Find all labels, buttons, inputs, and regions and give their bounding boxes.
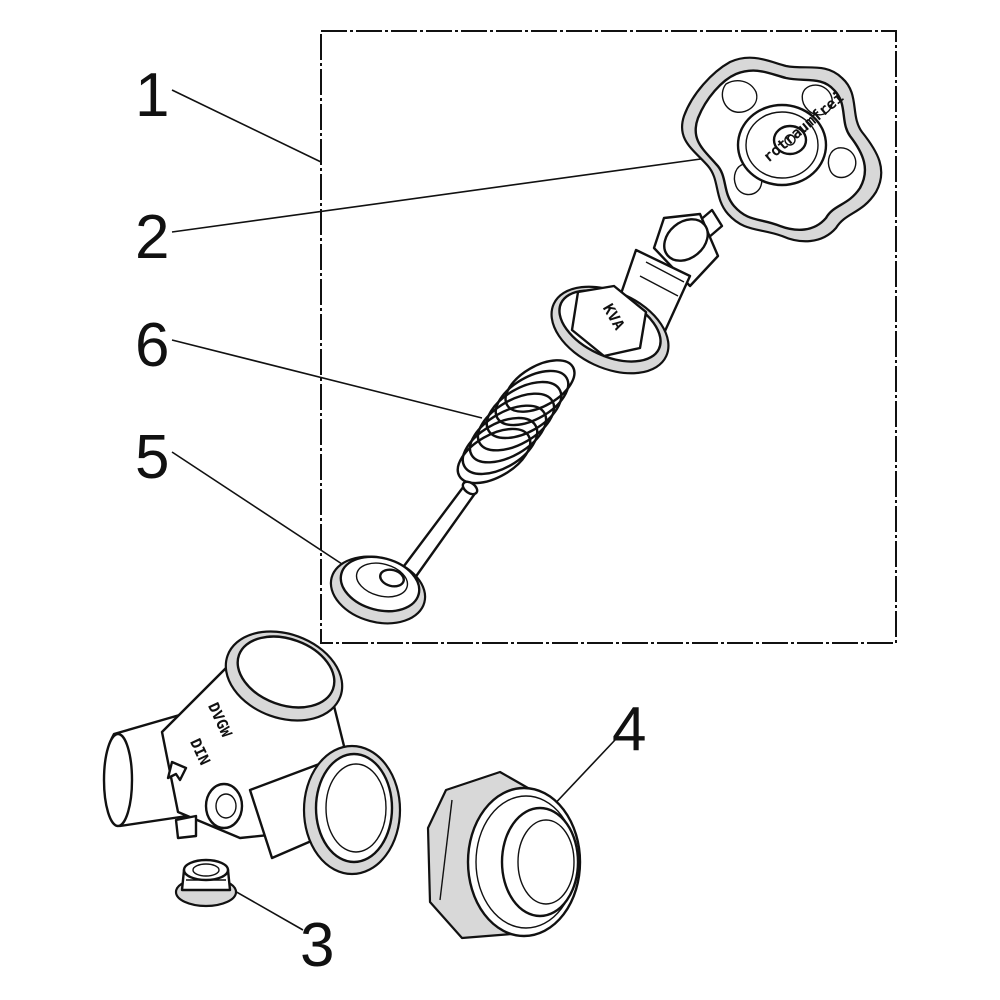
spring	[456, 359, 576, 485]
callout-4: 4	[612, 695, 646, 764]
leader-3	[225, 885, 304, 931]
callout-1: 1	[135, 61, 169, 130]
handwheel: rotraumfrei	[681, 56, 883, 243]
union-nut	[426, 770, 582, 940]
callout-6: 6	[135, 311, 169, 380]
leader-6	[171, 339, 483, 419]
valve-disc-stem	[329, 480, 479, 625]
bonnet-hex-base: KVA	[550, 284, 670, 375]
callout-2: 2	[135, 203, 169, 272]
callout-5: 5	[135, 423, 169, 492]
leader-5	[171, 451, 346, 567]
leader-1	[171, 89, 322, 163]
valve-body: DVGW DIN	[102, 630, 402, 876]
callout-3: 3	[300, 911, 334, 980]
leader-2	[171, 157, 709, 233]
assembly-group-box	[320, 30, 897, 644]
drain-plug	[174, 858, 238, 908]
callout-labels: 1 2 6 5 4 3	[135, 61, 646, 980]
